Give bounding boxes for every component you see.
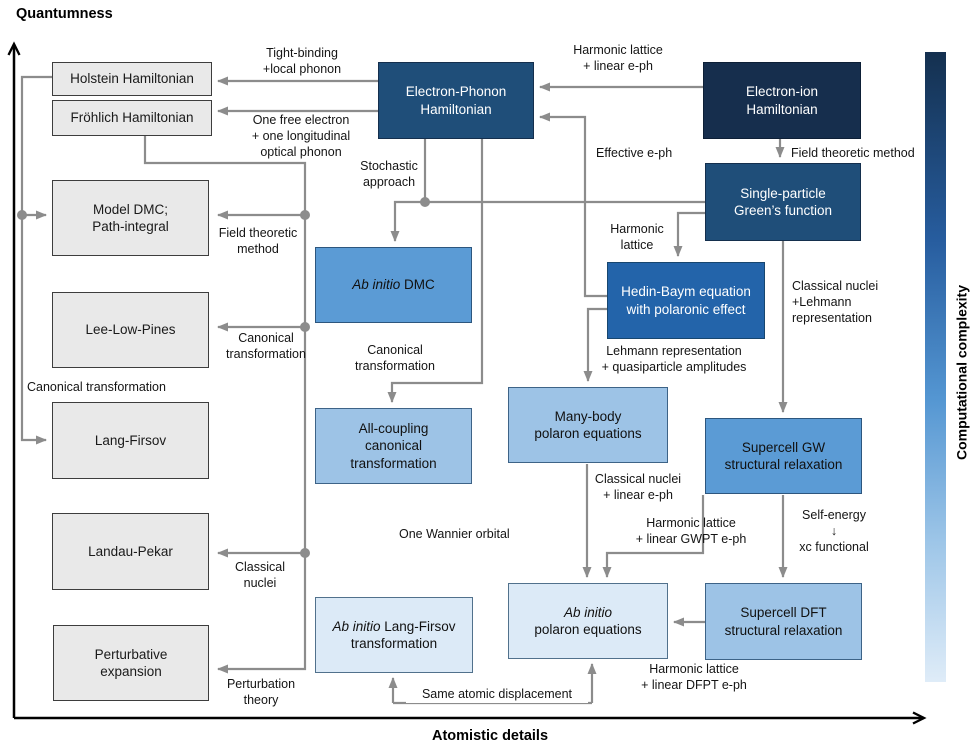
node-electron-phonon-hamiltonian: Electron-Phonon Hamiltonian [378,62,534,139]
node-label: Ab initio polaron equations [534,604,642,637]
junction-dots [17,197,430,558]
node-all-coupling-canonical-transformation: All-coupling canonical transformation [315,408,472,484]
edge-label-classical-linear-eph: Classical nuclei + linear e-ph [594,472,682,502]
complexity-colorbar [925,52,946,682]
node-many-body-polaron-equations: Many-body polaron equations [508,387,668,463]
node-electron-ion-hamiltonian: Electron-ion Hamiltonian [703,62,861,139]
colorbar-label: Computational complexity [953,284,970,461]
edge-label-classical-nuclei-left: Classical nuclei [234,560,285,590]
edge-label-harmonic-linear-eph: Harmonic lattice + linear e-ph [573,43,663,73]
node-single-particle-greens-function: Single-particle Green’s function [705,163,861,241]
edge-label-perturbation-theory: Perturbation theory [226,677,296,707]
edge-frohlich-trunk-to-perturbative [143,136,307,674]
edge-label-canonical-transformation-langfirsov: Canonical transformation [27,380,166,394]
edge-label-harmonic-lattice: Harmonic lattice [610,222,664,252]
node-ab-initio-dmc: Ab initio DMC [315,247,472,323]
edge-label-classical-lehmann: Classical nuclei +Lehmann representation [792,279,879,325]
edge-eph-to-all-coupling [387,139,484,403]
node-ab-initio-polaron-equations: Ab initio polaron equations [508,583,668,659]
edge-label-canonical-transformation-lee: Canonical transformation [226,331,306,361]
node-model-dmc-path-integral: Model DMC; Path-integral [52,180,209,256]
edge-label-lehmann-quasiparticle: Lehmann representation + quasiparticle a… [601,344,747,374]
edge-label-canonical-transformation-mid: Canonical transformation [355,343,435,373]
node-label: Ab initio DMC [352,277,435,293]
edge-holstein-to-lang-firsov [20,75,52,445]
node-perturbative-expansion: Perturbative expansion [53,625,209,701]
node-ab-initio-lang-firsov: Ab initio Lang-Firsov transformation [315,597,473,673]
node-landau-pekar: Landau-Pekar [52,513,209,590]
edge-label-harmonic-dfpt: Harmonic lattice + linear DFPT e-ph [641,662,747,692]
edge-label-field-theoretic-method-left: Field theoretic method [218,226,298,256]
edge-label-tight-binding: Tight-binding +local phonon [262,46,342,76]
y-axis-label: Quantumness [16,6,113,22]
edge-label-stochastic-approach: Stochastic approach [360,159,418,189]
edge-label-one-wannier: One Wannier orbital [399,527,510,541]
x-axis-label: Atomistic details [431,728,549,744]
edge-greens-to-hedin [673,211,705,257]
edge-label-harmonic-gwpt: Harmonic lattice + linear GWPT e-ph [635,516,747,546]
edge-label-effective-eph: Effective e-ph [596,146,673,160]
node-supercell-dft-relaxation: Supercell DFT structural relaxation [705,583,862,660]
node-label: Ab initio Lang-Firsov transformation [332,618,456,651]
node-frohlich-hamiltonian: Fröhlich Hamiltonian [52,100,212,136]
edge-label-one-free-electron: One free electron + one longitudinal opt… [251,113,351,159]
edge-label-self-energy-xc: Self-energy ↓ xc functional [799,508,869,554]
edge-label-field-theoretic-method-right: Field theoretic method [791,146,915,160]
node-lee-low-pines: Lee-Low-Pines [52,292,209,368]
node-hedin-baym-equation: Hedin-Baym equation with polaronic effec… [607,262,765,339]
edge-hedin-to-many-body [583,307,607,382]
edge-label-same-atomic: Same atomic displacement [406,687,588,703]
node-supercell-gw-relaxation: Supercell GW structural relaxation [705,418,862,494]
node-lang-firsov: Lang-Firsov [52,402,209,479]
edge-gw-to-ab-polaron-gwpt [602,495,705,578]
edge-hedin-to-eph-effective [539,112,607,298]
edge-greens-eph-to-ab-dmc [390,200,705,242]
node-holstein-hamiltonian: Holstein Hamiltonian [52,62,212,96]
